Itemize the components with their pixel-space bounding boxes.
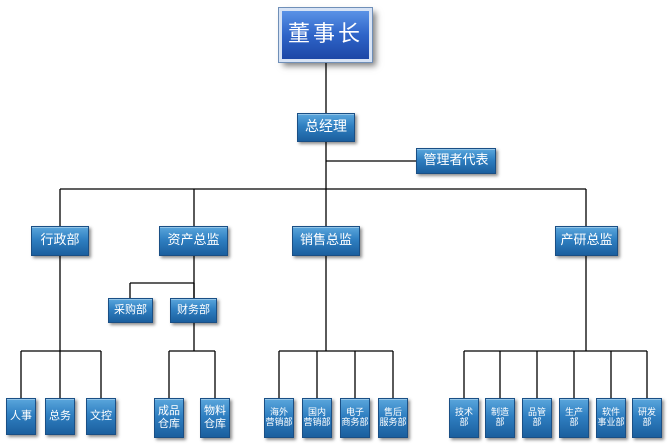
node-unit-overseas-marketing: 海外 营销部 xyxy=(264,398,294,438)
node-unit-hr: 人事 xyxy=(6,398,36,435)
node-unit-software-division: 软件 事业部 xyxy=(596,398,626,438)
node-unit-after-sales: 售后 服务部 xyxy=(378,398,408,438)
node-unit-technology: 技术 部 xyxy=(449,398,479,438)
node-unit-production: 生产 部 xyxy=(559,398,589,438)
node-rd-director: 产研总监 xyxy=(555,226,618,256)
node-finance-dept: 财务部 xyxy=(170,298,217,323)
node-management-rep: 管理者代表 xyxy=(416,148,496,174)
node-unit-materials-warehouse: 物料 仓库 xyxy=(200,398,230,438)
node-unit-general-affairs: 总务 xyxy=(45,398,75,435)
node-unit-manufacturing: 制造 部 xyxy=(485,398,515,438)
node-unit-ecommerce: 电子 商务部 xyxy=(340,398,370,438)
node-unit-domestic-marketing: 国内 营销部 xyxy=(302,398,332,438)
node-purchasing-dept: 采购部 xyxy=(108,298,153,323)
node-sales-director: 销售总监 xyxy=(292,226,360,256)
node-unit-finished-goods-warehouse: 成品 仓库 xyxy=(154,398,184,438)
node-assets-director: 资产总监 xyxy=(159,226,228,256)
node-admin-dept: 行政部 xyxy=(31,226,89,256)
node-unit-document-control: 文控 xyxy=(86,398,116,435)
node-unit-research: 研发 部 xyxy=(632,398,662,438)
node-general-manager: 总经理 xyxy=(297,113,355,142)
node-unit-quality-control: 品管 部 xyxy=(522,398,552,438)
node-chairman: 董事长 xyxy=(278,7,373,63)
